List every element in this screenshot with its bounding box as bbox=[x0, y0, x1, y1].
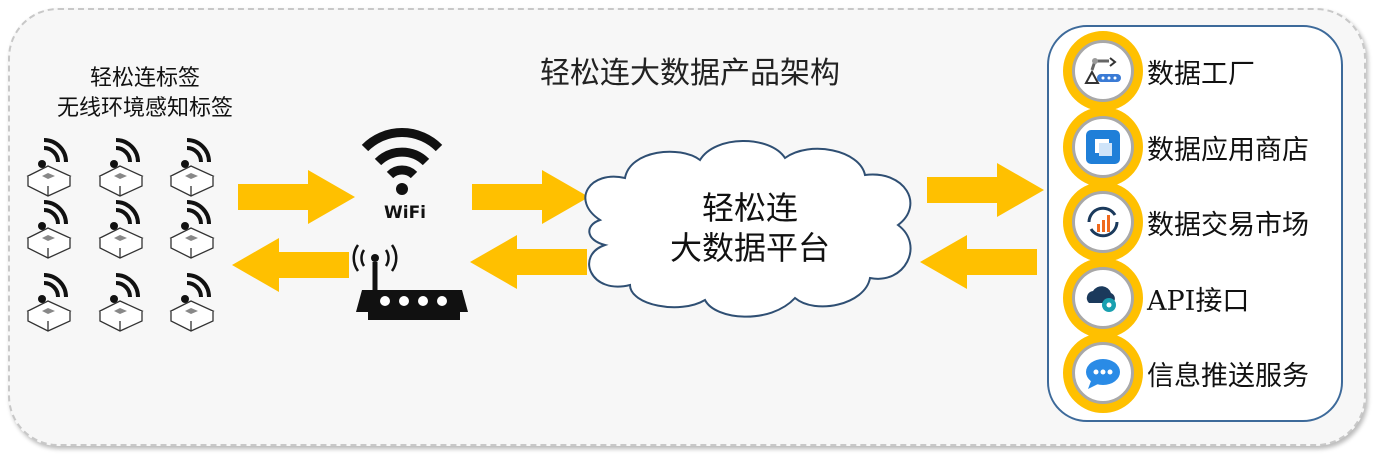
router-icon bbox=[352, 244, 468, 320]
tag-icon bbox=[98, 273, 144, 333]
tag-grid bbox=[26, 138, 215, 333]
robot-arm-conveyor-icon bbox=[1072, 40, 1134, 102]
cloud-gear-icon bbox=[1072, 267, 1134, 329]
tag-label-line2: 无线环境感知标签 bbox=[56, 96, 233, 121]
wifi-icon bbox=[361, 128, 443, 195]
tag-icon bbox=[169, 138, 215, 198]
tag-icon bbox=[26, 273, 72, 333]
tag-icon bbox=[98, 200, 144, 260]
cloud-platform-label: 轻松连 大数据平台 bbox=[630, 188, 870, 268]
tag-label-line1: 轻松连标签 bbox=[89, 66, 200, 91]
service-api[interactable]: API接口 bbox=[1063, 258, 1249, 338]
cloud-shape bbox=[584, 140, 912, 318]
arrow-left-icon bbox=[470, 235, 587, 289]
tag-icon bbox=[26, 200, 72, 260]
tag-icon bbox=[98, 138, 144, 198]
app-store-icon bbox=[1072, 116, 1134, 178]
chat-bubble-icon bbox=[1072, 342, 1134, 404]
tag-icon bbox=[169, 273, 215, 333]
service-data-exchange[interactable]: 数据交易市场 bbox=[1063, 182, 1309, 262]
wifi-label: WiFi bbox=[383, 203, 427, 223]
cloud-label-line2: 大数据平台 bbox=[669, 229, 830, 267]
service-app-store[interactable]: 数据应用商店 bbox=[1063, 107, 1309, 187]
service-data-factory[interactable]: 数据工厂 bbox=[1063, 31, 1255, 111]
diagram-title: 轻松连大数据产品架构 bbox=[540, 56, 840, 91]
exchange-chart-icon bbox=[1072, 191, 1134, 253]
arrow-right-icon bbox=[238, 170, 355, 224]
arrow-right-icon bbox=[927, 163, 1044, 217]
arrow-left-icon bbox=[232, 238, 349, 292]
tag-icon bbox=[26, 138, 72, 198]
cloud-label-line1: 轻松连 bbox=[701, 189, 798, 227]
arrow-right-icon bbox=[472, 170, 589, 224]
arrow-left-icon bbox=[920, 235, 1037, 289]
tag-icon bbox=[169, 200, 215, 260]
service-push[interactable]: 信息推送服务 bbox=[1063, 333, 1309, 413]
